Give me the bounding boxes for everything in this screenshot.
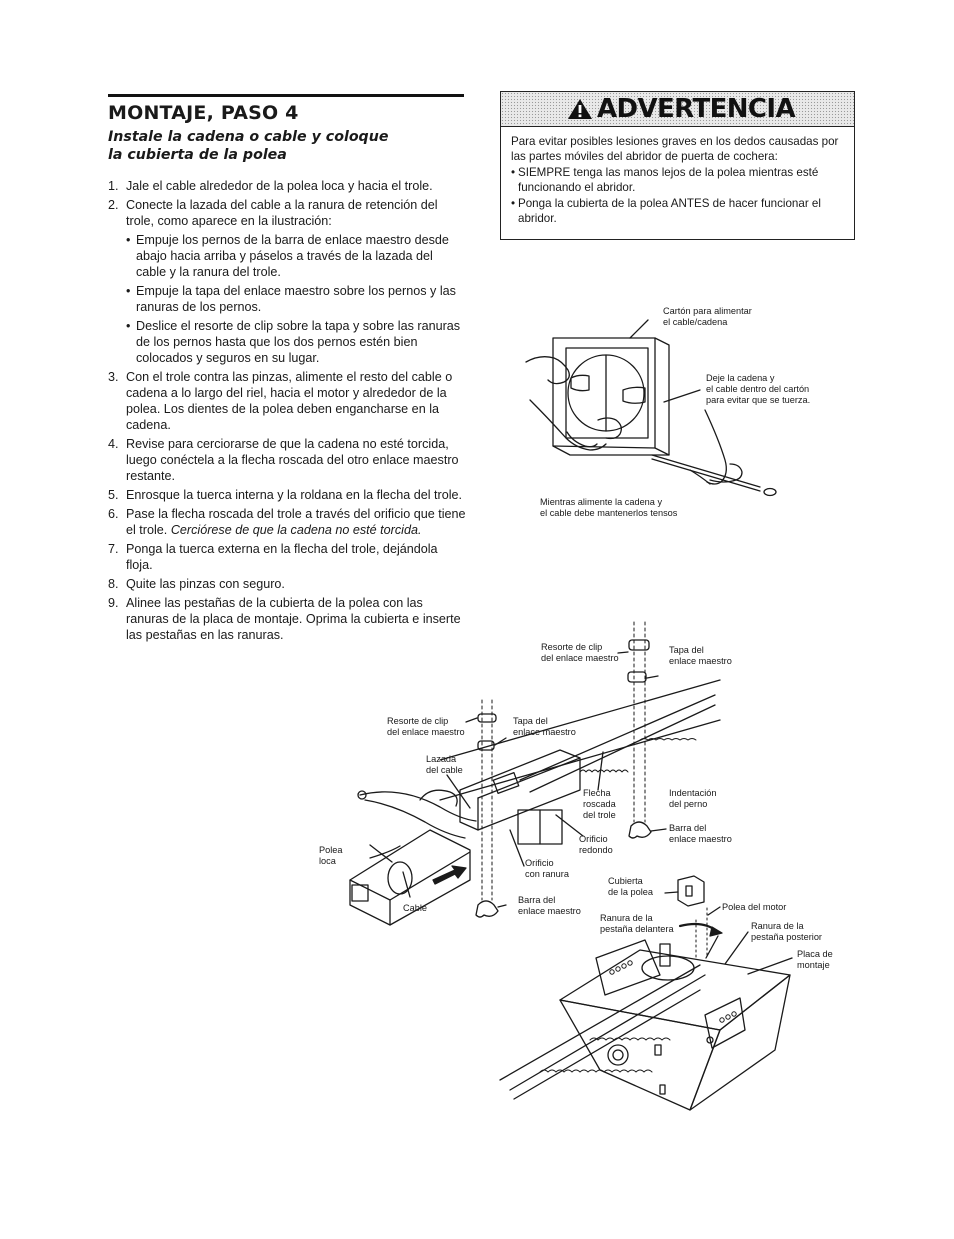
step-number: 9.	[108, 596, 119, 610]
bullet-item: Empuje los pernos de la barra de enlace …	[126, 232, 466, 280]
link-parts	[475, 639, 652, 918]
step-number: 5.	[108, 488, 119, 502]
bullet-item: Deslice el resorte de clip sobre la tapa…	[126, 318, 466, 366]
section-subtitle: Instale la cadena o cable y coloque la c…	[108, 128, 428, 164]
step-number: 7.	[108, 542, 119, 556]
step-text: Conecte la lazada del cable a la ranura …	[126, 198, 438, 228]
label-barra-right: Barra del enlace maestro	[669, 823, 732, 844]
step-emphasis: Cerciórese de que la cadena no esté torc…	[170, 523, 422, 537]
label-resorte-right: Resorte de clip del enlace maestro	[541, 642, 619, 663]
label-polea-loca: Polea loca	[319, 845, 343, 866]
label-lazada: Lazada del cable	[426, 754, 463, 775]
step-item: 3. Con el trole contra las pinzas, alimen…	[108, 369, 466, 433]
subtitle-line-2: la cubierta de la polea	[108, 147, 287, 163]
step-number: 4.	[108, 437, 119, 451]
step-item: 6. Pase la flecha roscada del trole a tra…	[108, 506, 466, 538]
label-placa: Placa de montaje	[797, 949, 833, 970]
step-text: Con el trole contra las pinzas, alimente…	[126, 370, 453, 432]
step-item: 7. Ponga la tuerca externa en la flecha d…	[108, 541, 466, 573]
warning-title-text: ADVERTENCIA	[597, 94, 796, 124]
warning-header: ADVERTENCIA	[501, 92, 854, 127]
step-text: Alinee las pestañas de la cubierta de la…	[126, 596, 461, 642]
step-item: 4. Revise para cerciorarse de que la cade…	[108, 436, 466, 484]
bullet-item: Empuje la tapa del enlace maestro sobre …	[126, 283, 466, 315]
section-title: MONTAJE, PASO 4	[108, 102, 299, 124]
step-item: 2. Conecte la lazada del cable a la ranur…	[108, 197, 466, 366]
step-number: 1.	[108, 179, 119, 193]
motor-unit-illustration	[499, 875, 793, 1111]
step-text: Revise para cerciorarse de que la cadena…	[126, 437, 459, 483]
step-text: Pase la flecha roscada del trole a travé…	[126, 507, 466, 537]
subtitle-line-1: Instale la cadena o cable y coloque	[108, 129, 389, 145]
step-text: Enrosque la tuerca interna y la roldana …	[126, 488, 463, 502]
label-orificio-redondo: Orificio redondo	[579, 834, 613, 855]
step-number: 8.	[108, 577, 119, 591]
step-item: 9. Alinee las pestañas de la cubierta de …	[108, 595, 466, 643]
warning-body: Para evitar posibles lesiones graves en …	[501, 127, 854, 226]
label-cable: Cable	[403, 903, 428, 913]
label-deje: Deje la cadena y el cable dentro del car…	[706, 373, 811, 405]
label-tapa-right: Tapa del enlace maestro	[669, 645, 732, 666]
step-text: Quite las pinzas con seguro.	[126, 577, 285, 591]
steps-list: 1. Jale el cable alrededor de la polea lo…	[108, 178, 466, 643]
trolley-illustration	[349, 621, 721, 926]
warning-triangle-icon	[568, 99, 592, 119]
label-resorte-left: Resorte de clip del enlace maestro	[387, 716, 465, 737]
label-barra-left: Barra del enlace maestro	[518, 895, 581, 916]
warning-title: ADVERTENCIA	[567, 94, 796, 124]
section-rule	[108, 94, 464, 97]
step-number: 2.	[108, 198, 119, 212]
label-carton: Cartón para alimentar el cable/cadena	[663, 306, 752, 327]
warning-intro: Para evitar posibles lesiones graves en …	[511, 135, 839, 163]
warning-bullet: Ponga la cubierta de la polea ANTES de h…	[511, 196, 844, 226]
step-item: 1. Jale el cable alrededor de la polea lo…	[108, 178, 466, 194]
carton-illustration	[525, 319, 777, 497]
warning-box: ADVERTENCIA Para evitar posibles lesione…	[500, 91, 855, 240]
step-text: Ponga la tuerca externa en la flecha del…	[126, 542, 438, 572]
label-ranura-delantera: Ranura de la pestaña delantera	[600, 913, 674, 934]
label-tapa-left: Tapa del enlace maestro	[513, 716, 576, 737]
step-item: 5. Enrosque la tuerca interna y la roldan…	[108, 487, 466, 503]
label-flecha: Flecha roscada del trole	[583, 788, 616, 820]
label-polea-motor: Polea del motor	[722, 902, 787, 912]
step-number: 3.	[108, 370, 119, 384]
label-cubierta: Cubierta de la polea	[608, 876, 653, 897]
step-bullets: Empuje los pernos de la barra de enlace …	[126, 232, 466, 366]
label-orificio-ranura: Orificio con ranura	[525, 858, 569, 879]
step-text: Jale el cable alrededor de la polea loca…	[126, 179, 433, 193]
label-ranura-posterior: Ranura de la pestaña posterior	[751, 921, 822, 942]
instructions-column: MONTAJE, PASO 4 Instale la cadena o cabl…	[108, 94, 466, 646]
label-mientras: Mientras alimente la cadena y el cable d…	[540, 497, 678, 518]
label-indentacion: Indentación del perno	[669, 788, 717, 809]
step-number: 6.	[108, 507, 119, 521]
warning-bullet: SIEMPRE tenga las manos lejos de la pole…	[511, 165, 844, 195]
step-item: 8. Quite las pinzas con seguro.	[108, 576, 466, 592]
